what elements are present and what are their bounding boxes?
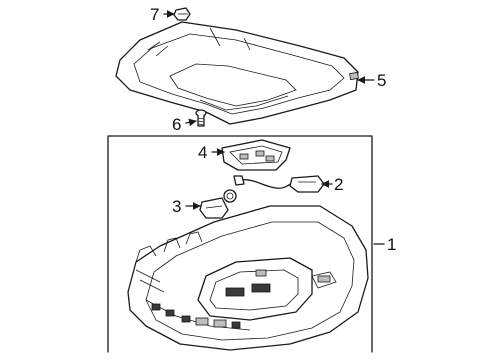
part-3-socket [199,189,237,219]
part-1-console [127,205,369,351]
callout-labels: 7 5 6 4 2 3 1 [150,5,396,254]
part-7-clip [173,7,191,21]
leader-lines [163,10,385,245]
part-2-harness [233,175,325,193]
part-6-screw [195,109,207,127]
part-5-overhead-panel [115,21,359,125]
callout-4: 4 [198,143,207,162]
callout-6: 6 [172,115,181,134]
callout-2: 2 [334,175,343,194]
assembly-box [107,135,373,353]
leader-6 [185,118,197,127]
callout-1: 1 [387,235,396,254]
callout-7: 7 [150,5,159,24]
callout-5: 5 [377,71,386,90]
part-4-bracket [221,139,291,171]
callout-3: 3 [172,197,181,216]
